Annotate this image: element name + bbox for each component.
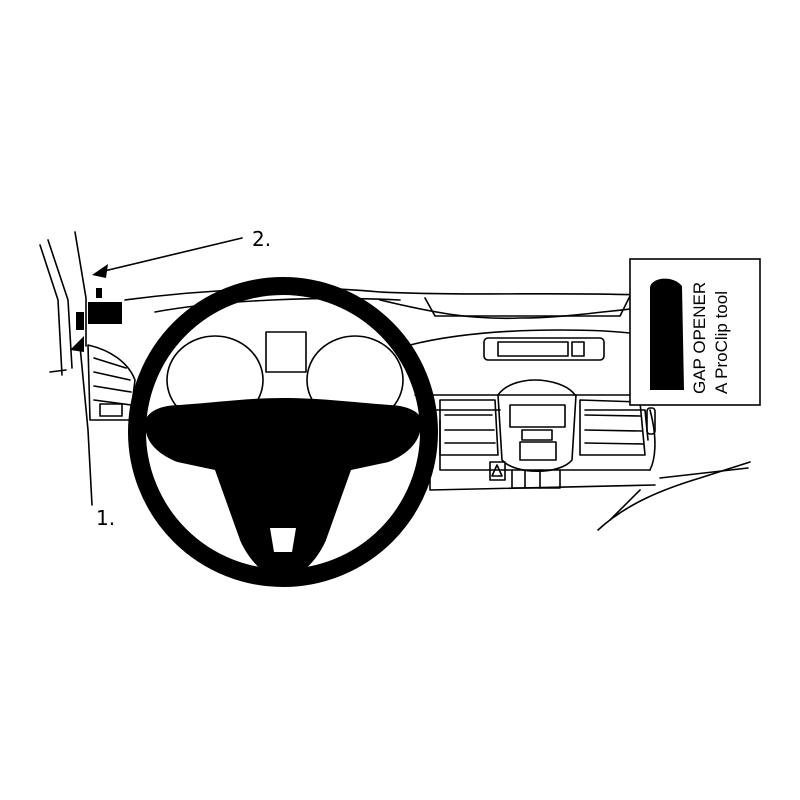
side-vent-left (439, 399, 499, 456)
left-air-vent (87, 344, 136, 421)
a-pillar (39, 231, 87, 376)
passenger-dash (597, 407, 751, 531)
center-console (489, 379, 577, 489)
steering-wheel-gap-right (326, 460, 398, 540)
mount-location-block (88, 302, 122, 324)
callout-leader-2 (99, 237, 243, 273)
gap-opener-box: GAP OPENER A ProClip tool (629, 258, 761, 406)
gap-opener-tool-icon (650, 278, 684, 390)
arrow-2-head (92, 264, 108, 278)
callout-leader-1 (79, 345, 93, 506)
callout-label-2: 2. (252, 227, 271, 251)
arrow-1-head (70, 336, 84, 352)
side-vent-right (579, 399, 646, 456)
steering-wheel (128, 277, 438, 587)
mount-clip-tab (96, 288, 102, 298)
center-display (483, 337, 605, 361)
gap-opener-title: GAP OPENER (690, 282, 709, 394)
mount-clip-small (76, 312, 84, 330)
gap-opener-subtitle: A ProClip tool (712, 291, 731, 394)
steering-wheel-logo-badge (270, 528, 296, 552)
dashboard-outline (124, 287, 656, 491)
callout-label-1: 1. (96, 506, 115, 530)
steering-wheel-gap-left (168, 460, 240, 540)
